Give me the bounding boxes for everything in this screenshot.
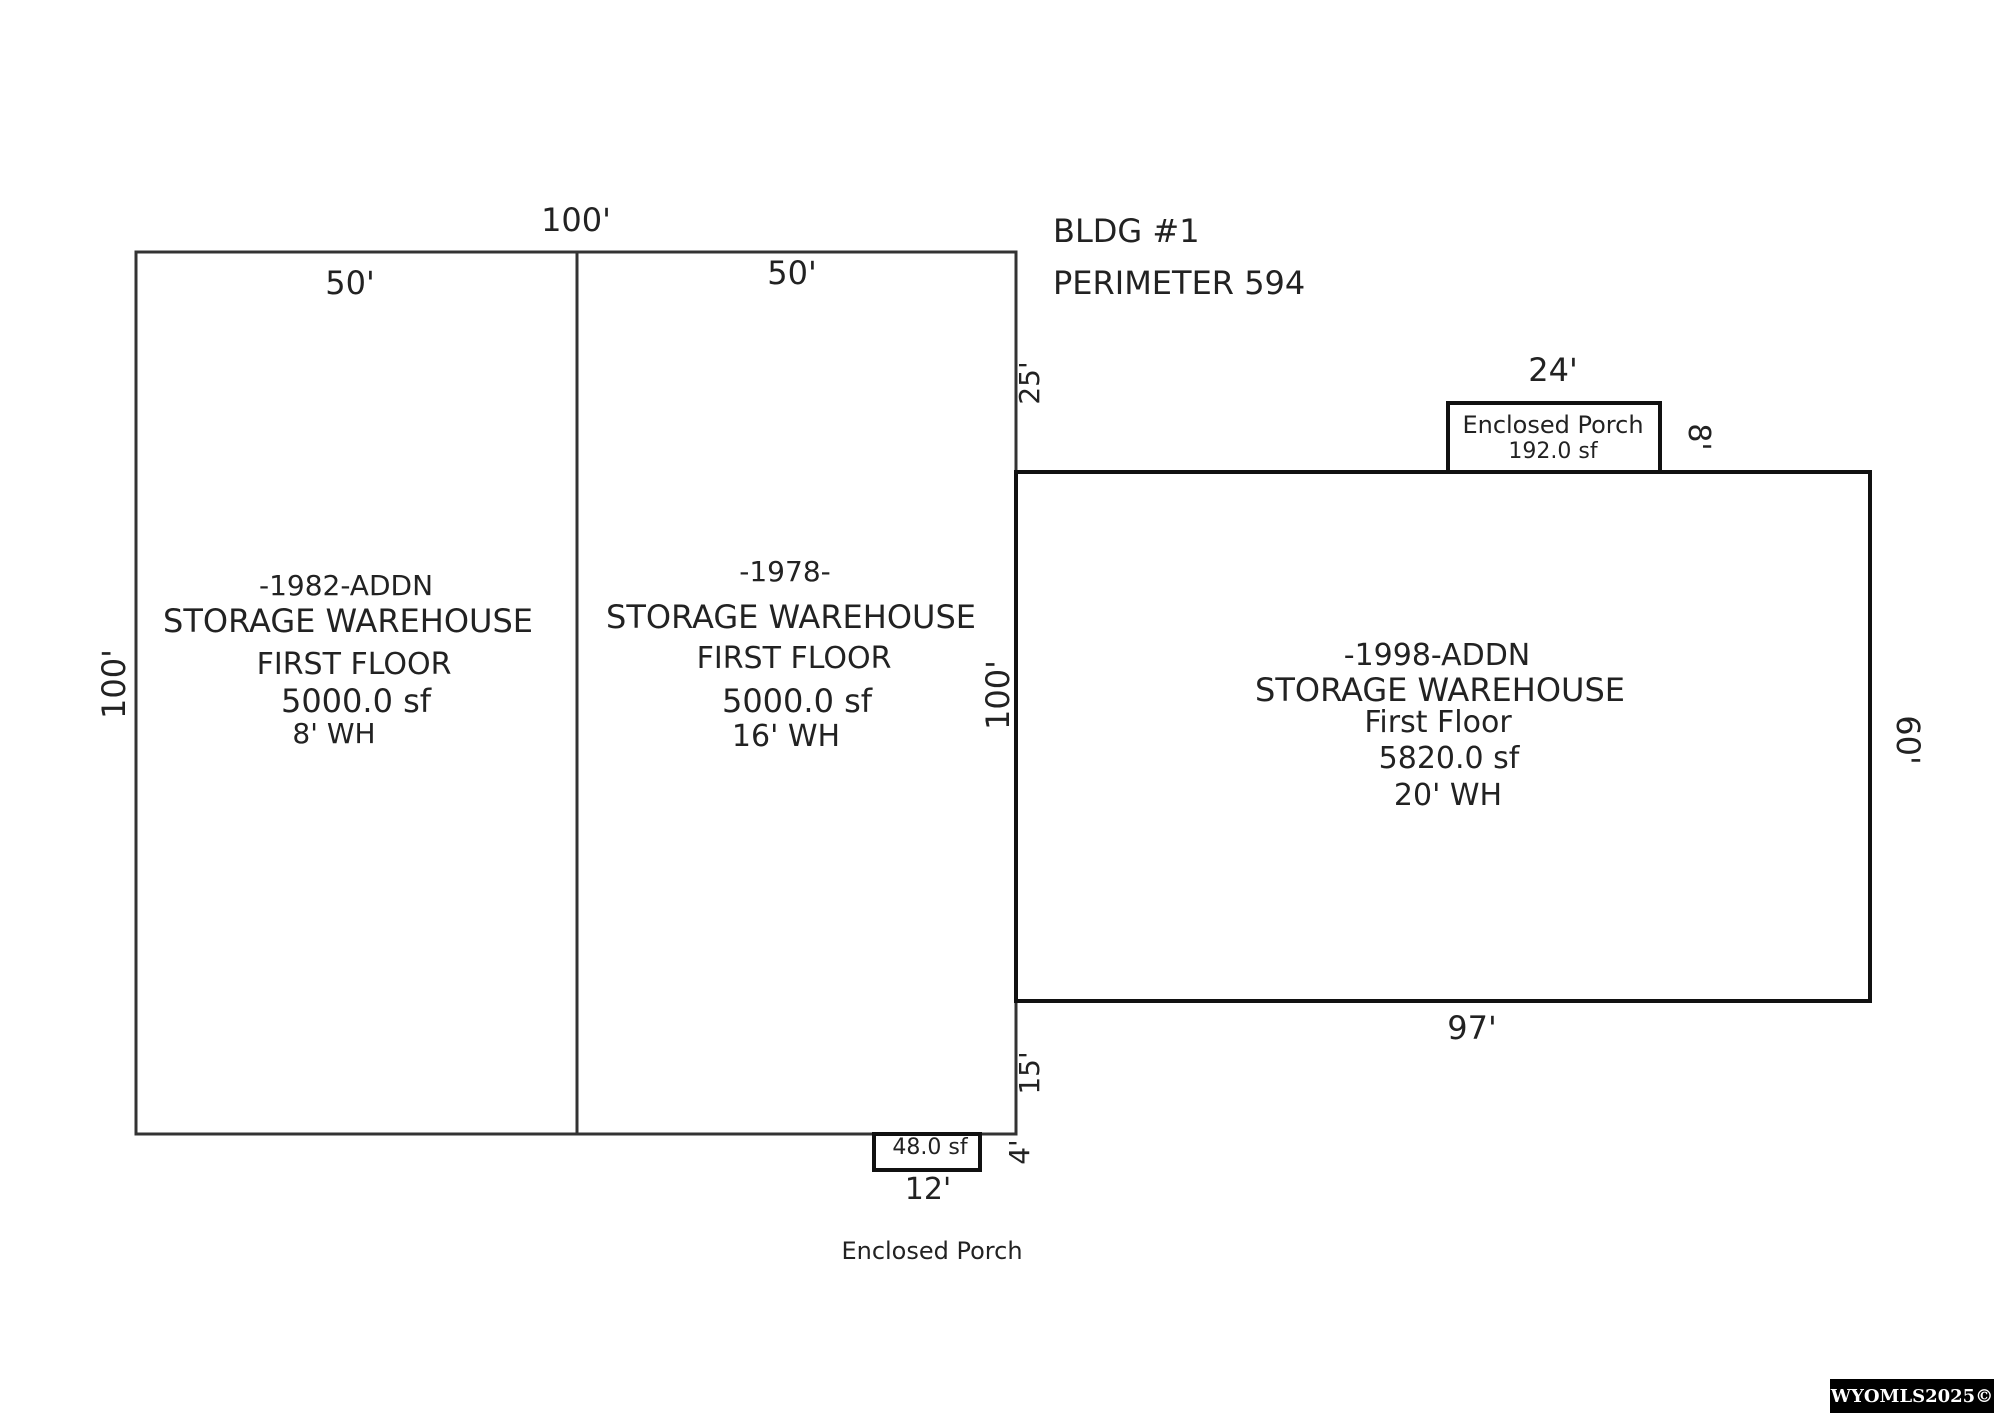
dimension-addn-width: 97' (1447, 1009, 1497, 1047)
section-1998-wall-height: 20' WH (1393, 778, 1503, 813)
enclosed-porch-bottom-outline (872, 1132, 982, 1172)
dimension-offset-bottom: 15' (1013, 1051, 1046, 1095)
section-1982-floor: FIRST FLOOR (256, 647, 452, 682)
dimension-left-depth: 100' (95, 649, 133, 719)
building-title: BLDG #1 (1053, 212, 1200, 250)
section-1998-floor: First Floor (1364, 705, 1512, 740)
section-1978-floor: FIRST FLOOR (696, 641, 892, 676)
mls-watermark: WYOMLS2025© (1830, 1379, 1994, 1413)
section-1982-year: -1982-ADDN (258, 569, 434, 602)
dimension-porch-top-width: 24' (1528, 351, 1578, 389)
dimension-total-width: 100' (541, 201, 611, 239)
dimension-porch-bottom-width: 12' (904, 1172, 952, 1207)
section-1982-area: 5000.0 sf (280, 682, 432, 720)
dimension-middle-width: 50' (767, 254, 817, 292)
dimension-offset-top: 25' (1013, 361, 1046, 405)
dimension-porch-top-depth: 8' (1681, 423, 1716, 451)
dimension-porch-bottom-depth: 4' (1003, 1139, 1036, 1165)
porch-bottom-name: Enclosed Porch (841, 1237, 1023, 1265)
dimension-middle-depth: 100' (979, 660, 1017, 730)
porch-top-area: 192.0 sf (1508, 439, 1598, 464)
warehouse-1998-addn-outline (1014, 470, 1872, 1003)
section-1982-wall-height: 8' WH (292, 717, 376, 750)
section-1998-use: STORAGE WAREHOUSE (1255, 671, 1625, 709)
enclosed-porch-top-outline (1446, 401, 1662, 474)
porch-top-name: Enclosed Porch (1462, 411, 1644, 439)
section-1978-year: -1978- (739, 555, 831, 588)
dimension-addn-depth: 60' (1889, 715, 1927, 765)
section-1978-area: 5000.0 sf (721, 682, 873, 720)
porch-bottom-area: 48.0 sf (892, 1135, 968, 1160)
section-1998-year: -1998-ADDN (1343, 638, 1531, 673)
dimension-left-width: 50' (325, 264, 375, 302)
section-1982-use: STORAGE WAREHOUSE (163, 602, 533, 640)
section-1978-wall-height: 16' WH (731, 719, 841, 754)
section-1978-use: STORAGE WAREHOUSE (606, 598, 976, 636)
building-perimeter: PERIMETER 594 (1053, 264, 1306, 302)
section-1998-area: 5820.0 sf (1378, 741, 1520, 776)
